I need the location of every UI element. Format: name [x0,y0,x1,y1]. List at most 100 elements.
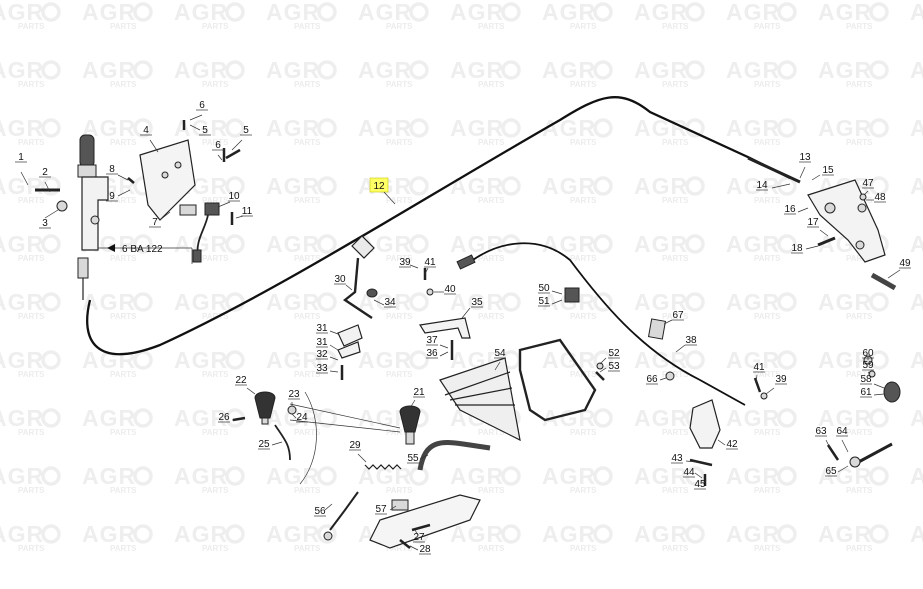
callout[interactable]: 48 [866,192,886,203]
callout[interactable]: 42 [717,439,738,450]
callout[interactable]: 27 [413,529,425,543]
callout[interactable]: 15 [811,165,834,181]
callout[interactable]: 61 [860,387,885,398]
callout[interactable]: 44 [683,467,703,479]
callout[interactable]: 34 [373,297,396,308]
callout-leader-line [291,413,297,419]
callout[interactable]: 53 [599,361,620,373]
callout[interactable]: 57 [375,504,397,515]
callout[interactable]: 37 [426,335,449,349]
callout[interactable]: 18 [791,243,819,254]
callout[interactable]: 43 [671,453,697,464]
callout[interactable]: 31 [316,323,339,335]
callout[interactable]: 36 [426,348,449,359]
highlighted-callout[interactable]: 12 [369,177,396,205]
callout[interactable]: 51 [538,296,563,307]
callout[interactable]: 39 [765,374,787,395]
callout[interactable]: 47 [862,178,874,196]
watermark-sub: PARTS [110,370,137,379]
callout[interactable]: 35 [461,297,483,319]
callout[interactable]: 29 [349,440,367,463]
watermark-logo-ring [317,60,337,80]
callout[interactable]: 1 [15,152,29,186]
callout-leader-line [439,344,449,349]
callout[interactable]: 65 [825,465,849,477]
callout[interactable]: 5 [231,125,252,151]
callout[interactable]: 6 [189,100,208,121]
callout[interactable]: 7 [149,211,171,228]
callout[interactable]: 21 [409,387,425,409]
callout[interactable]: 49 [887,258,911,279]
callout[interactable]: 8 [106,164,129,181]
watermark-sub: PARTS [754,254,781,263]
watermark-brand: AGR [82,289,136,315]
callout[interactable]: 55 [407,453,429,464]
callout[interactable]: 32 [316,349,339,361]
callout-leader-line [805,245,819,250]
callout[interactable]: 64 [836,426,849,453]
watermark-logo-ring [41,2,61,22]
callout-number: 33 [316,363,328,374]
callout[interactable]: 60 [862,348,874,360]
callout[interactable]: 63 [815,426,831,449]
callout[interactable]: 5 [189,124,211,136]
callout[interactable]: 3 [39,209,59,229]
callout[interactable]: 40 [434,284,456,295]
watermark-logo-ring [317,466,337,486]
switch-10 [192,202,220,263]
callout[interactable]: 16 [784,204,809,215]
watermark-brand: AGR [82,521,136,547]
callout[interactable]: 23 [288,389,300,406]
callout-leader-line [149,139,159,153]
watermark-sub: PARTS [202,544,229,553]
watermark-logo-ring [685,524,705,544]
watermark-brand: AGR [818,0,872,25]
callout[interactable]: 11 [235,206,253,219]
watermark-sub: PARTS [386,486,413,495]
callout[interactable]: 31 [316,337,339,351]
callout[interactable]: 39 [399,257,419,269]
watermark-brand: AGR [634,0,688,25]
bracket-56 [329,491,359,531]
callout[interactable]: 26 [218,412,236,423]
callout[interactable]: 14 [756,180,791,191]
watermark-sub: PARTS [846,428,873,437]
callout[interactable]: 50 [538,283,563,295]
watermark-sub: PARTS [478,544,505,553]
callout[interactable]: 2 [39,167,51,193]
plate-7 [179,204,197,216]
callout[interactable]: 52 [599,348,620,365]
callout[interactable]: 24 [291,412,308,423]
callout[interactable]: 6 [212,140,224,161]
callout[interactable]: 41 [753,362,765,383]
callout[interactable]: 17 [807,217,829,237]
callout[interactable]: 30 [334,274,353,291]
callout[interactable]: 25 [258,439,283,450]
callout-leader-line [703,479,707,485]
callout[interactable]: 4 [140,125,159,153]
callout[interactable]: 9 [106,189,131,202]
callout-number: 5 [202,125,208,136]
callout-leader-line [419,454,429,460]
callout[interactable]: 10 [217,191,240,208]
watermark-sub: PARTS [754,544,781,553]
callout[interactable]: 13 [799,152,811,179]
callout[interactable]: 56 [314,503,333,517]
callout[interactable]: 54 [494,348,506,371]
callout[interactable]: 66 [646,374,667,385]
callout[interactable]: 67 [663,310,684,325]
callout[interactable]: 22 [235,375,256,395]
watermark-logo-ring [41,234,61,254]
callout-leader-line [771,183,791,189]
callout[interactable]: 41 [424,257,436,275]
callout[interactable]: 58 [860,374,885,389]
watermark-sub: PARTS [754,428,781,437]
callout[interactable]: 33 [316,363,339,374]
callout[interactable]: 38 [675,335,697,353]
callout[interactable]: 28 [409,544,431,555]
callout-leader-line [373,299,385,306]
callout[interactable]: 59 [862,360,874,375]
watermark-brand: AGR [266,347,320,373]
callout-number: 55 [407,453,419,464]
callout[interactable]: 45 [694,479,707,490]
